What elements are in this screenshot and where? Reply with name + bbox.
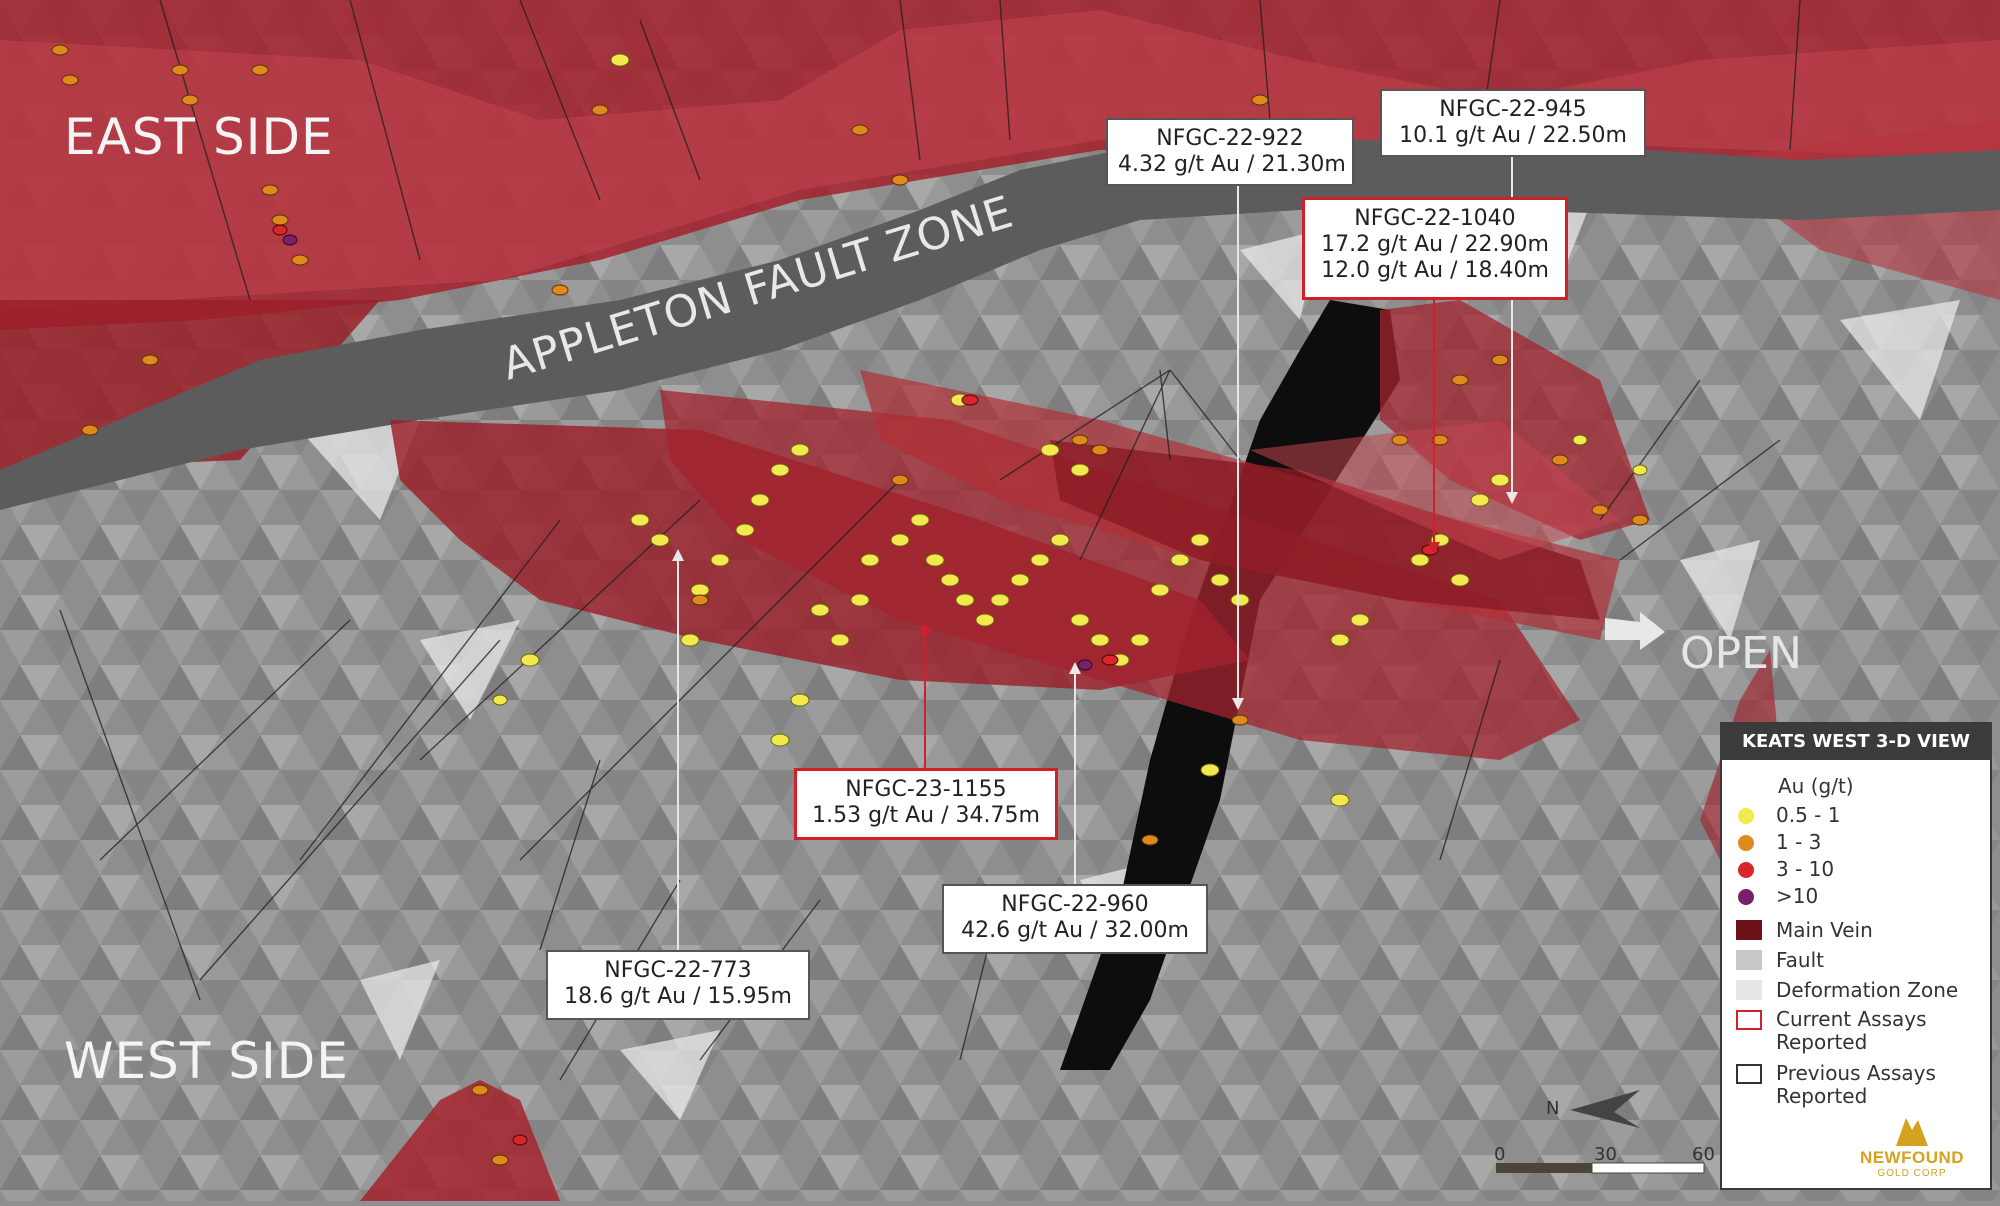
callout-nfgc-22-1040: NFGC-22-1040 17.2 g/t Au / 22.90m 12.0 g… [1302, 197, 1568, 300]
callout-assay: 17.2 g/t Au / 22.90m [1321, 232, 1549, 257]
callout-assay: 12.0 g/t Au / 18.40m [1321, 258, 1549, 283]
open-arrow-icon [1605, 612, 1665, 650]
north-arrow-icon: N [1546, 1090, 1640, 1128]
legend-title: KEATS WEST 3-D VIEW [1722, 724, 1990, 760]
west-side-label: WEST SIDE [64, 1032, 349, 1090]
previous-assays-swatch [1736, 1064, 1762, 1084]
unit-label: Previous Assays Reported [1776, 1061, 1936, 1108]
appleton-fault-band [0, 140, 2000, 510]
north-arrow-label: N [1546, 1098, 1559, 1119]
callout-nfgc-22-773: NFGC-22-773 18.6 g/t Au / 15.95m [546, 950, 810, 1020]
east-side-label: EAST SIDE [64, 108, 334, 166]
fault-swatch [1736, 950, 1762, 970]
scale-tick-label: 60 [1692, 1144, 1715, 1165]
assay-intervals [51, 44, 1649, 1166]
deformation-zone-swatch [1736, 980, 1762, 1000]
scale-bar [1496, 1162, 1705, 1174]
callout-hole-id: NFGC-22-1040 [1354, 206, 1516, 231]
callout-nfgc-22-960: NFGC-22-960 42.6 g/t Au / 32.00m [942, 884, 1208, 954]
callout-assay: 18.6 g/t Au / 15.95m [564, 984, 792, 1009]
grade-label: 0.5 - 1 [1776, 803, 1841, 827]
logo-mark-icon [1896, 1118, 1928, 1146]
newfound-logo: NEWFOUND GOLD CORP [1852, 1114, 1972, 1179]
callout-assay: 1.53 g/t Au / 34.75m [812, 803, 1040, 828]
callout-nfgc-23-1155: NFGC-23-1155 1.53 g/t Au / 34.75m [794, 768, 1058, 840]
unit-label: Fault [1776, 948, 1824, 972]
callout-assay: 4.32 g/t Au / 21.30m [1118, 152, 1346, 177]
grade-swatch-0.5-1 [1738, 808, 1754, 824]
grade-label: 3 - 10 [1776, 857, 1835, 881]
grade-swatch-1-3 [1738, 835, 1754, 851]
callout-hole-id: NFGC-22-945 [1439, 97, 1587, 122]
main-vein-swatch [1736, 920, 1762, 940]
current-assays-swatch [1736, 1010, 1762, 1030]
logo-sub: GOLD CORP [1877, 1168, 1947, 1179]
unit-label: Deformation Zone [1776, 978, 1959, 1002]
logo-brand: NEWFOUND [1859, 1148, 1965, 1167]
scale-tick-label: 0 [1494, 1144, 1506, 1165]
callout-hole-id: NFGC-22-960 [1001, 892, 1149, 917]
callout-hole-id: NFGC-22-773 [604, 958, 752, 983]
callout-hole-id: NFGC-23-1155 [845, 777, 1007, 802]
callout-hole-id: NFGC-22-922 [1156, 126, 1304, 151]
drill-traces [59, 0, 1801, 1081]
scale-tick-label: 30 [1594, 1144, 1617, 1165]
callout-nfgc-22-922: NFGC-22-922 4.32 g/t Au / 21.30m [1106, 118, 1354, 186]
grade-swatch-3-10 [1738, 862, 1754, 878]
unit-label: Current Assays Reported [1776, 1007, 1927, 1054]
unit-label: Main Vein [1776, 918, 1873, 942]
callout-nfgc-22-945: NFGC-22-945 10.1 g/t Au / 22.50m [1380, 89, 1646, 157]
legend-panel: KEATS WEST 3-D VIEW Au (g/t) 0.5 - 1 1 -… [1720, 722, 1992, 1190]
grade-label: 1 - 3 [1776, 830, 1822, 854]
callout-assay: 42.6 g/t Au / 32.00m [961, 918, 1189, 943]
legend-au-heading: Au (g/t) [1778, 774, 1854, 798]
open-label: OPEN [1680, 628, 1802, 679]
callout-assay: 10.1 g/t Au / 22.50m [1399, 123, 1627, 148]
grade-label: >10 [1776, 884, 1819, 908]
grade-swatch-gt10 [1738, 889, 1754, 905]
